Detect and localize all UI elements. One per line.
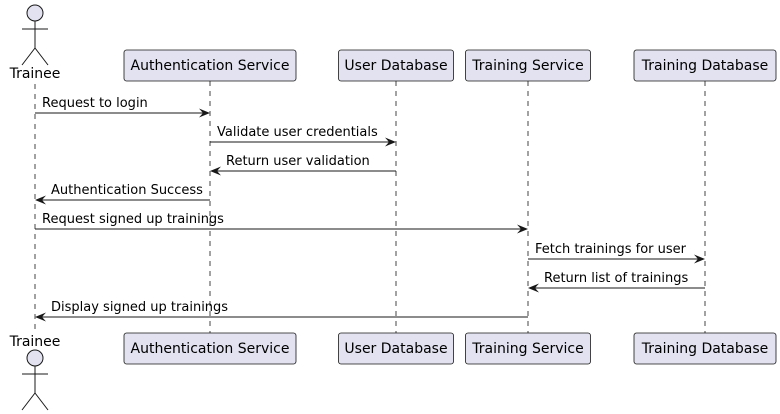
message-8: Display signed up trainings <box>35 300 528 322</box>
message-label: Return list of trainings <box>544 271 689 286</box>
participant-label-top-auth: Authentication Service <box>131 58 290 74</box>
participant-box-top-training: Training Service <box>465 49 591 82</box>
participant-label-bottom-userdb: User Database <box>344 341 447 357</box>
message-7: Return list of trainings <box>528 271 705 293</box>
participant-box-top-auth: Authentication Service <box>123 49 297 82</box>
message-label: Authentication Success <box>51 183 203 198</box>
arrowhead-icon <box>694 254 705 264</box>
participant-label-top-userdb: User Database <box>344 58 447 74</box>
message-label: Fetch trainings for user <box>535 242 687 257</box>
actor-figure-top-trainee <box>21 4 49 66</box>
participant-label-bottom-trainingdb: Training Database <box>641 341 769 357</box>
actor-figure-bottom-trainee <box>21 349 49 411</box>
message-label: Validate user credentials <box>217 125 378 140</box>
message-3: Return user validation <box>210 154 396 176</box>
participant-label-bottom-training: Training Service <box>471 341 583 357</box>
participant-box-top-trainingdb: Training Database <box>633 49 777 82</box>
arrowhead-icon <box>210 166 221 176</box>
arrowhead-icon <box>528 283 539 293</box>
message-2: Validate user credentials <box>210 125 396 147</box>
message-4: Authentication Success <box>35 183 210 205</box>
arrowhead-icon <box>35 312 46 322</box>
message-label: Return user validation <box>226 154 370 169</box>
message-5: Request signed up trainings <box>35 212 528 234</box>
participant-label-top-trainingdb: Training Database <box>641 58 769 74</box>
message-1: Request to login <box>35 96 210 118</box>
arrowhead-icon <box>199 108 210 118</box>
message-label: Request signed up trainings <box>42 212 224 227</box>
message-label: Request to login <box>42 96 148 111</box>
participant-label-top-training: Training Service <box>471 58 583 74</box>
participant-label-bottom-auth: Authentication Service <box>131 341 290 357</box>
message-6: Fetch trainings for user <box>528 242 705 264</box>
lifelines <box>34 81 706 333</box>
arrowhead-icon <box>385 137 396 147</box>
participant-box-bottom-training: Training Service <box>465 332 591 365</box>
participant-box-bottom-trainingdb: Training Database <box>633 332 777 365</box>
participant-box-bottom-userdb: User Database <box>338 332 454 365</box>
message-label: Display signed up trainings <box>51 300 228 315</box>
arrowhead-icon <box>35 195 46 205</box>
arrowhead-icon <box>517 224 528 234</box>
actor-label-top-trainee: Trainee <box>9 66 61 82</box>
actor-label-bottom-trainee: Trainee <box>9 334 61 350</box>
participant-box-top-userdb: User Database <box>338 49 454 82</box>
participant-box-bottom-auth: Authentication Service <box>123 332 297 365</box>
